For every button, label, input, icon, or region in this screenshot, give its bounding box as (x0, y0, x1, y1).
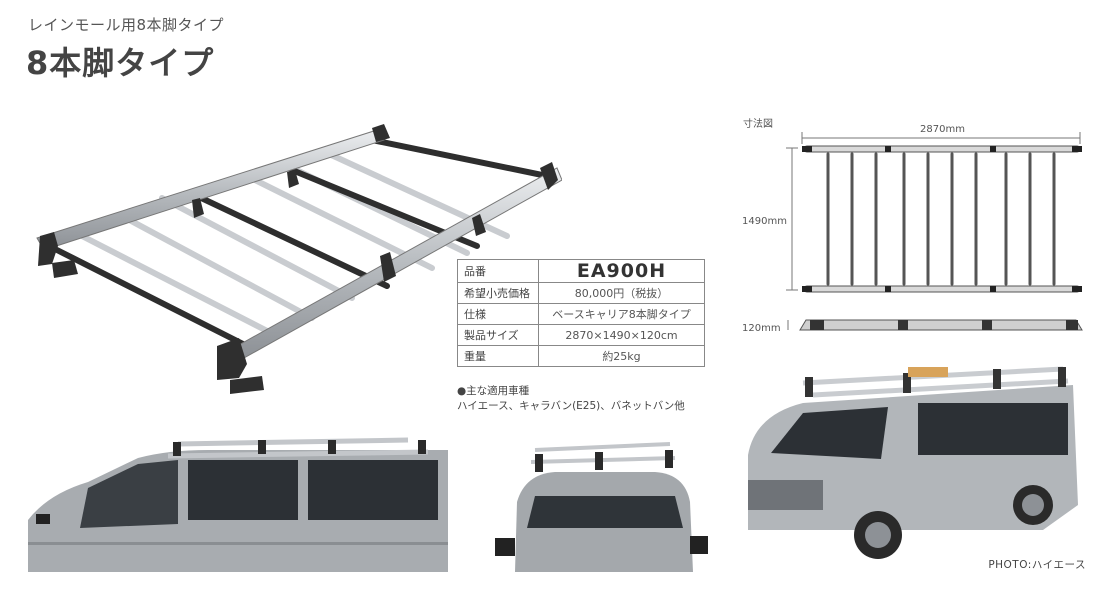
spec-key: 品番 (457, 259, 539, 283)
height-dimension-label: 120mm (742, 323, 781, 334)
width-dimension-label: 2870mm (920, 124, 965, 135)
spec-key: 製品サイズ (457, 324, 539, 346)
applicable-vehicles-list: ハイエース、キャラバン(E25)、バネットバン他 (457, 400, 685, 412)
van-side-photo (28, 437, 448, 572)
table-row: 重量 約25kg (457, 345, 705, 367)
applicable-vehicles-heading: ●主な適用車種 (457, 385, 530, 397)
spec-key: 仕様 (457, 303, 539, 325)
van-front-photo (495, 442, 708, 572)
spec-value: ベースキャリア8本脚タイプ (538, 303, 705, 325)
spec-value: 約25kg (538, 345, 705, 367)
spec-table: 品番 EA900H 希望小売価格 80,000円（税抜） 仕様 ベースキャリア8… (457, 259, 705, 367)
applicable-vehicles-note: ●主な適用車種 ハイエース、キャラバン(E25)、バネットバン他 (457, 384, 685, 414)
spec-value: 80,000円（税抜） (538, 282, 705, 304)
spec-key: 希望小売価格 (457, 282, 539, 304)
page-subtitle: レインモール用8本脚タイプ (28, 16, 225, 34)
table-row: 品番 EA900H (457, 259, 705, 283)
spec-key: 重量 (457, 345, 539, 367)
dimension-diagram (786, 132, 1083, 331)
model-number: EA900H (538, 259, 705, 283)
photo-credit: PHOTO:ハイエース (988, 559, 1086, 571)
table-row: 希望小売価格 80,000円（税抜） (457, 282, 705, 304)
van-three-quarter-photo (748, 366, 1078, 559)
depth-dimension-label: 1490mm (742, 216, 787, 227)
dimension-diagram-title: 寸法図 (743, 119, 773, 130)
spec-value: 2870×1490×120cm (538, 324, 705, 346)
table-row: 仕様 ベースキャリア8本脚タイプ (457, 303, 705, 325)
roof-rack-product-image (36, 124, 562, 394)
table-row: 製品サイズ 2870×1490×120cm (457, 324, 705, 346)
page-title: 8本脚タイプ (26, 44, 215, 82)
